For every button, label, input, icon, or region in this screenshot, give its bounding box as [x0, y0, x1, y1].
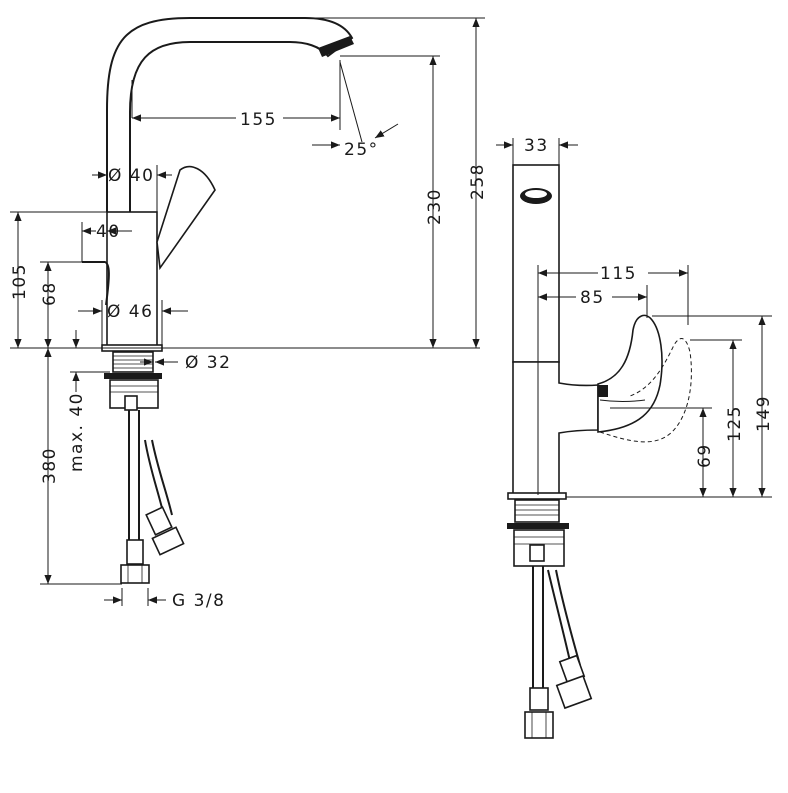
dim-height-125: 125: [725, 405, 745, 442]
dim-body-diameter: Ø 46: [107, 302, 153, 322]
dim-height-105: 105: [10, 263, 30, 300]
dim-max-deck-thickness: max. 40: [67, 392, 87, 472]
dim-height-149: 149: [754, 395, 774, 432]
lever-hook: [82, 261, 110, 306]
lever-alt-position: [599, 338, 692, 443]
dim-lever-115: 115: [600, 264, 637, 284]
dim-spout-diameter: Ø 40: [108, 166, 154, 186]
dim-lever-85: 85: [580, 288, 605, 308]
dim-spout-reach: 155: [240, 110, 277, 130]
spout-outline: [106, 17, 354, 212]
dim-height-230: 230: [425, 188, 445, 225]
dim-height-69: 69: [695, 443, 715, 468]
dim-height-68: 68: [40, 281, 60, 306]
dim-spout-angle: 25°: [344, 140, 379, 160]
dim-lever-offset: 40: [96, 222, 121, 242]
dim-hose-length: 380: [40, 447, 60, 484]
dim-connection-thread: G 3/8: [172, 591, 225, 611]
lever-handle-front: [597, 314, 663, 433]
side-view: 155 25° Ø 40 40 Ø 46 Ø 32 105: [10, 17, 488, 611]
faucet-body-front: [512, 361, 599, 496]
aerator: [318, 36, 354, 57]
front-view: 33 115 85 69 125 149: [496, 136, 774, 739]
dim-height-258: 258: [468, 163, 488, 200]
lever-handle: [156, 165, 216, 271]
dim-spout-width: 33: [524, 136, 549, 156]
dim-hole-diameter: Ø 32: [185, 353, 231, 373]
